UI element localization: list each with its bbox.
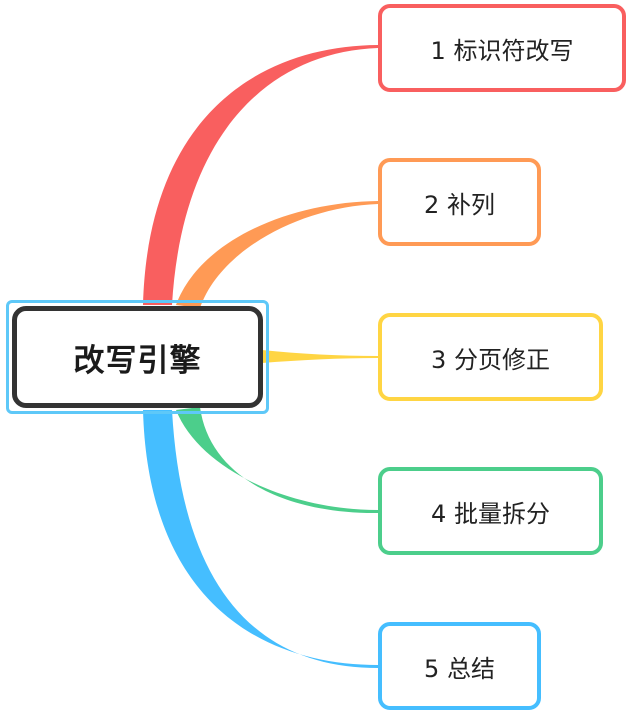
branch-node-5[interactable]: 5 总结 <box>378 622 541 710</box>
branch-label: 1 标识符改写 <box>430 36 574 65</box>
branch-node-3[interactable]: 3 分页修正 <box>378 313 603 401</box>
branch-line-5 <box>143 410 378 668</box>
root-selection-outline <box>6 300 269 414</box>
branch-label: 2 补列 <box>424 190 495 219</box>
branch-line-3 <box>262 350 378 363</box>
branch-node-2[interactable]: 2 补列 <box>378 158 541 246</box>
branch-label: 4 批量拆分 <box>431 499 550 528</box>
branch-label: 5 总结 <box>424 654 495 683</box>
branch-node-4[interactable]: 4 批量拆分 <box>378 467 603 555</box>
branch-label: 3 分页修正 <box>431 345 550 374</box>
branch-line-1 <box>143 45 378 305</box>
branch-line-4 <box>176 407 378 514</box>
root-node[interactable]: 改写引擎 <box>12 306 263 408</box>
branch-node-1[interactable]: 1 标识符改写 <box>378 4 626 92</box>
branch-line-2 <box>176 201 378 308</box>
root-label: 改写引擎 <box>73 342 202 379</box>
